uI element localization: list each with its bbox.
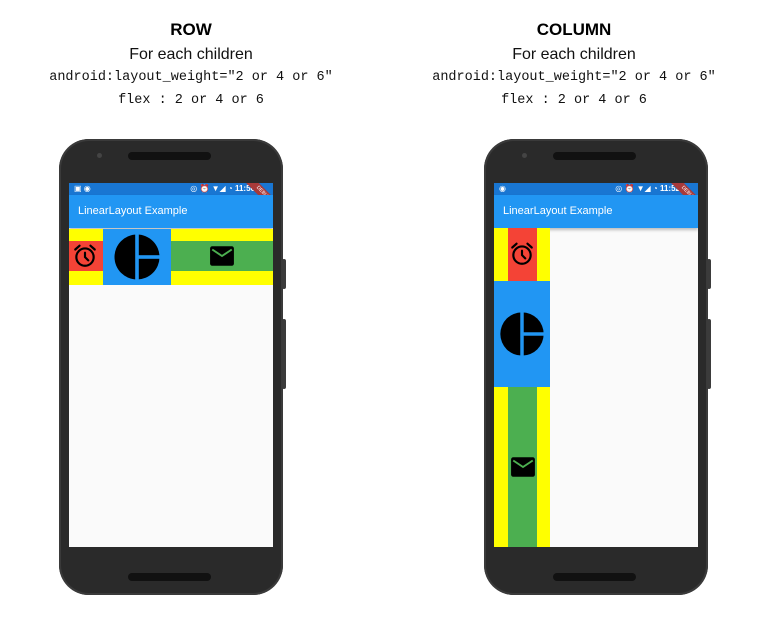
row-child-alarm (69, 241, 103, 271)
power-button (282, 259, 286, 289)
phone-screen: ◉ ◎ ⏰ ▼◢ ◔ 11:52 DEBUG LinearLayout Exam… (494, 183, 698, 547)
flex-code: flex : 2 or 4 or 6 (501, 93, 647, 108)
panel-subtitle: For each children (129, 46, 253, 63)
front-camera (522, 153, 527, 158)
data-usage-icon (500, 311, 545, 357)
mail-icon (210, 246, 234, 266)
status-bar: ◉ ◎ ⏰ ▼◢ ◔ 11:52 (494, 183, 698, 195)
phone-screen: ▣ ◉ ◎ ⏰ ▼◢ ◔ 11:50 DEBUG LinearLayout Ex… (69, 183, 273, 547)
volume-button (707, 319, 711, 389)
panel-title: ROW (170, 20, 212, 39)
mail-icon (511, 457, 535, 477)
app-bar-title: LinearLayout Example (503, 205, 613, 217)
earpiece-speaker (128, 152, 211, 160)
column-child-data-usage (494, 281, 550, 387)
notification-icons: ▣ ◉ (74, 184, 91, 193)
row-panel: ROW For each children android:layout_wei… (0, 0, 382, 624)
volume-button (282, 319, 286, 389)
alarm-icon (74, 244, 96, 267)
column-child-mail (508, 387, 537, 547)
row-child-data-usage (103, 229, 171, 285)
phone-frame: ◉ ◎ ⏰ ▼◢ ◔ 11:52 DEBUG LinearLayout Exam… (484, 139, 711, 595)
row-child-mail (171, 241, 273, 271)
android-weight-code: android:layout_weight="2 or 4 or 6" (432, 70, 716, 85)
app-bar-title: LinearLayout Example (78, 205, 188, 217)
panel-subtitle: For each children (512, 46, 636, 63)
alarm-icon (511, 242, 533, 265)
bottom-speaker (128, 573, 211, 581)
front-camera (97, 153, 102, 158)
phone-frame: ▣ ◉ ◎ ⏰ ▼◢ ◔ 11:50 DEBUG LinearLayout Ex… (59, 139, 286, 595)
column-panel: COLUMN For each children android:layout_… (383, 0, 765, 624)
android-weight-code: android:layout_weight="2 or 4 or 6" (49, 70, 333, 85)
status-bar: ▣ ◉ ◎ ⏰ ▼◢ ◔ 11:50 (69, 183, 273, 195)
column-child-alarm (508, 228, 537, 281)
data-usage-icon (114, 233, 161, 281)
app-bar: LinearLayout Example (494, 195, 698, 228)
notification-icons: ◉ (499, 184, 506, 193)
column-container (494, 228, 550, 547)
flex-code: flex : 2 or 4 or 6 (118, 93, 264, 108)
power-button (707, 259, 711, 289)
panel-title: COLUMN (536, 20, 612, 39)
app-bar: LinearLayout Example (69, 195, 273, 228)
earpiece-speaker (553, 152, 636, 160)
status-icons: ◎ ⏰ ▼◢ ◔ 11:50 (190, 184, 255, 193)
status-icons: ◎ ⏰ ▼◢ ◔ 11:52 (615, 184, 680, 193)
bottom-speaker (553, 573, 636, 581)
row-container (69, 229, 273, 285)
status-time: 11:52 (659, 184, 680, 193)
status-time: 11:50 (234, 184, 255, 193)
